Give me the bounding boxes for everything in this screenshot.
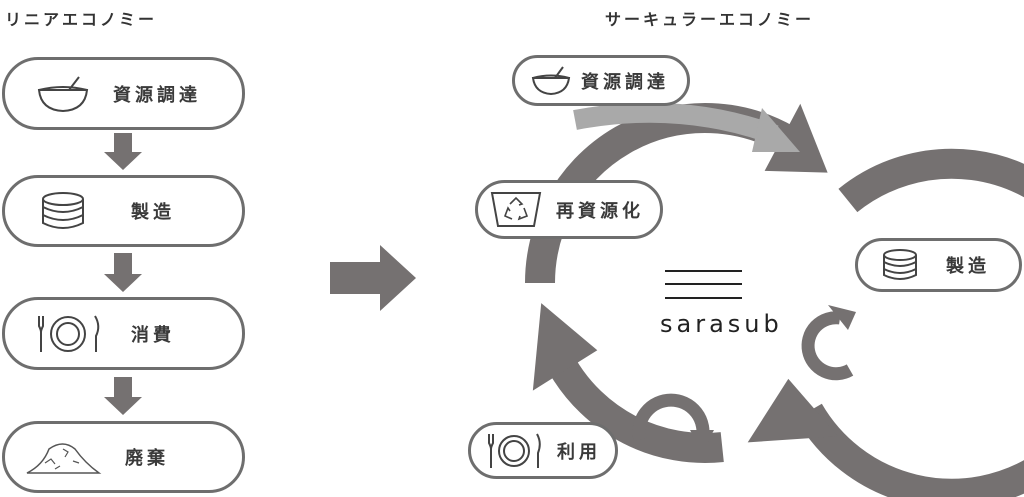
reuse-loop-manufacturing bbox=[801, 311, 854, 381]
linear-step-disposal: 廃棄 bbox=[2, 421, 245, 493]
down-arrow bbox=[104, 133, 142, 170]
step-label: 消費 bbox=[131, 324, 175, 346]
stacked-plates-icon bbox=[883, 249, 917, 280]
plate-cutlery-icon bbox=[488, 433, 541, 468]
circular-economy-title: サーキュラーエコノミー bbox=[605, 10, 815, 29]
step-label: 利用 bbox=[557, 441, 601, 463]
sarasub-logo: sarasub bbox=[660, 310, 783, 338]
cycle-arc-bottom bbox=[549, 357, 724, 463]
bowl-icon bbox=[531, 65, 571, 95]
linear-step-consumption: 消費 bbox=[2, 297, 245, 370]
circular-step-manufacturing: 製造 bbox=[855, 238, 1022, 292]
arrowhead-to-manufacturing bbox=[764, 103, 828, 173]
sourcing-input-arrow bbox=[573, 102, 779, 145]
arrowhead-to-recycling bbox=[532, 303, 598, 391]
linear-step-sourcing: 資源調達 bbox=[2, 57, 245, 130]
arrowhead-to-use bbox=[747, 378, 839, 443]
step-label: 再資源化 bbox=[556, 200, 644, 222]
stacked-plates-icon bbox=[42, 192, 84, 229]
recycle-icon bbox=[490, 191, 542, 227]
step-label: 廃棄 bbox=[125, 448, 169, 469]
transition-right-arrow bbox=[330, 245, 416, 311]
step-label: 資源調達 bbox=[113, 84, 201, 106]
step-label: 製造 bbox=[131, 202, 175, 223]
linear-economy-title: リニアエコノミー bbox=[5, 10, 158, 29]
circular-step-use: 利用 bbox=[468, 422, 618, 479]
plate-cutlery-icon bbox=[38, 314, 100, 352]
bowl-icon bbox=[37, 75, 89, 112]
linear-step-manufacturing: 製造 bbox=[2, 175, 245, 247]
reuse-loop-arrowhead bbox=[690, 430, 714, 452]
reuse-loop-use bbox=[632, 393, 710, 442]
circular-step-recycling: 再資源化 bbox=[475, 180, 663, 239]
waste-pile-icon bbox=[26, 443, 102, 474]
logo-lines bbox=[665, 270, 742, 299]
step-label: 資源調達 bbox=[581, 71, 669, 93]
sourcing-input-arrowhead bbox=[752, 108, 800, 152]
step-label: 製造 bbox=[946, 256, 990, 277]
down-arrow bbox=[104, 377, 142, 415]
circular-step-sourcing: 資源調達 bbox=[512, 55, 690, 106]
reuse-loop-arrowhead bbox=[828, 305, 856, 330]
down-arrow bbox=[104, 253, 142, 292]
cycle-arc-right bbox=[795, 148, 1024, 497]
